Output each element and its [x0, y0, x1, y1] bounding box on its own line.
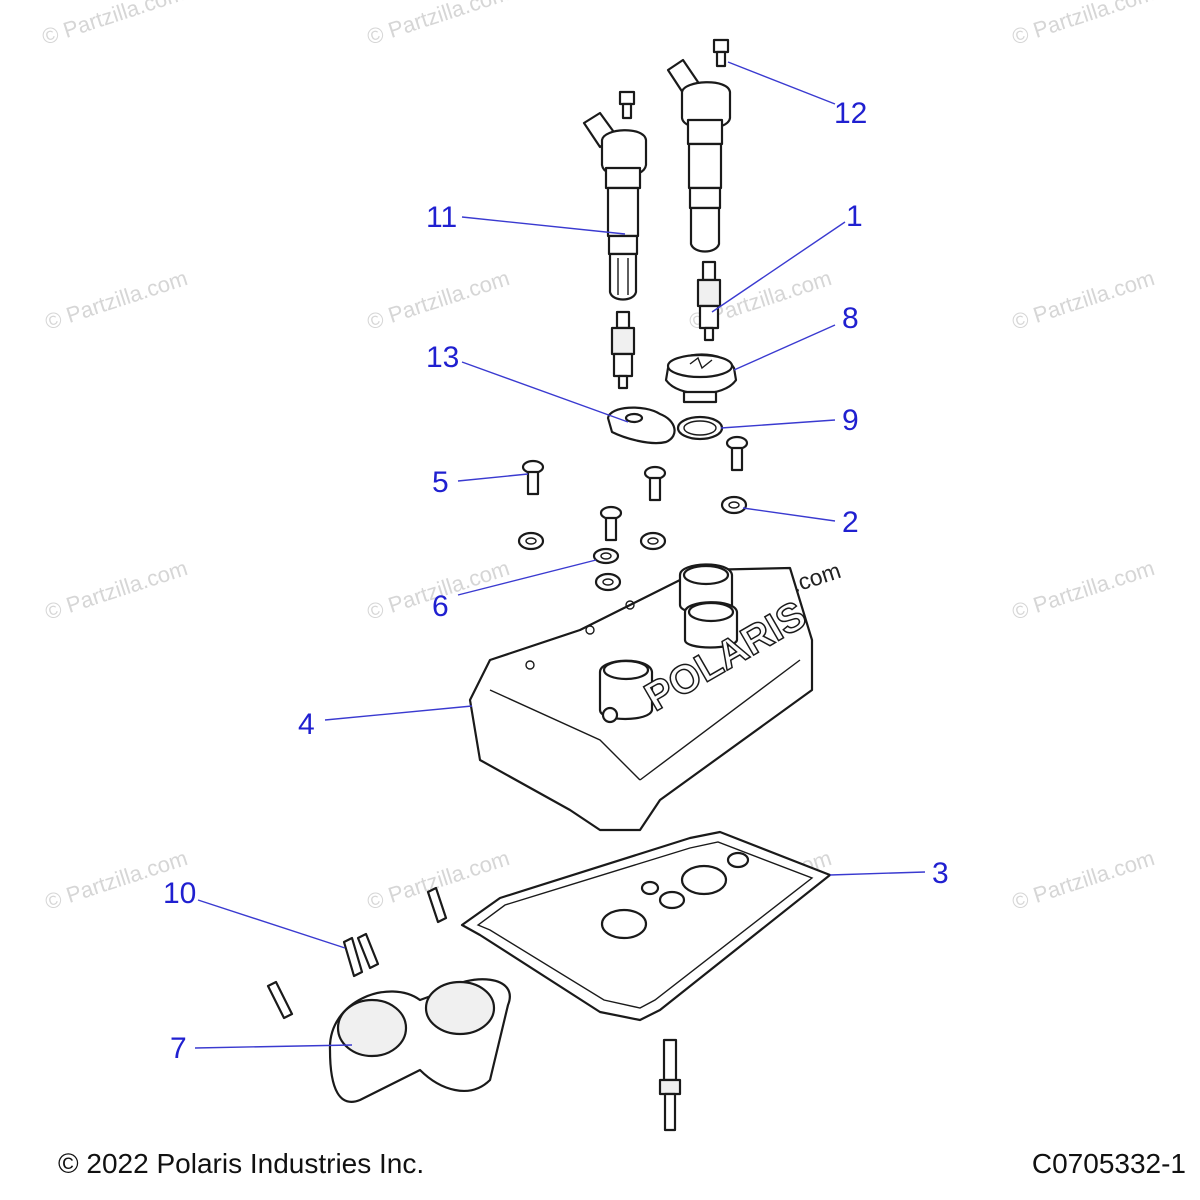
spark-plug-left [610, 310, 636, 390]
leader-lines [194, 61, 926, 1049]
bolt-top-right [712, 38, 730, 68]
coil-bracket [606, 406, 676, 445]
oil-filler-cap [664, 353, 738, 404]
drawing-id: C0705332-1 [1031, 1148, 1186, 1179]
watermark: © Partzilla.com [42, 555, 191, 625]
callout-12: 12 [834, 97, 867, 130]
leader-1 [711, 221, 846, 313]
stud [658, 1038, 682, 1132]
leader-13 [461, 361, 629, 423]
leader-6 [457, 559, 597, 596]
leader-10 [197, 899, 346, 949]
callout-13: 13 [426, 341, 459, 374]
watermark: © Partzilla.com [364, 265, 513, 335]
callout-5: 5 [432, 466, 449, 499]
callout-3: 3 [932, 857, 949, 890]
copyright-text: © 2022 Polaris Industries Inc. [58, 1148, 425, 1179]
leader-11 [461, 216, 626, 235]
callout-11: 11 [426, 201, 457, 234]
leader-4 [324, 705, 473, 721]
callout-6: 6 [432, 590, 449, 623]
watermark: © Partzilla.com [1009, 265, 1158, 335]
callout-1: 1 [846, 200, 863, 233]
leader-5 [457, 473, 529, 482]
leader-2 [742, 507, 836, 522]
leader-7 [194, 1044, 353, 1049]
valve-cover-gasket [460, 830, 832, 1022]
callout-10: 10 [163, 877, 196, 910]
leader-12 [727, 61, 836, 105]
bolt-right [725, 435, 749, 472]
watermark: © Partzilla.com [1009, 555, 1158, 625]
callout-2: 2 [842, 506, 859, 539]
bolt-top-left [618, 90, 636, 120]
callout-9: 9 [842, 404, 859, 437]
leader-9 [720, 419, 836, 429]
bolt-lower-center [599, 505, 623, 542]
callout-4: 4 [298, 708, 315, 741]
bolt-left [521, 459, 545, 496]
intake-adapter [328, 978, 511, 1103]
watermark: © Partzilla.com [1009, 845, 1158, 915]
callout-8: 8 [842, 302, 859, 335]
callout-7: 7 [170, 1032, 187, 1065]
watermark: © Partzilla.com [1009, 0, 1158, 50]
watermark: © Partzilla.com [39, 0, 188, 50]
spark-plug-right [696, 260, 722, 342]
grommets [517, 495, 748, 592]
leader-3 [829, 871, 926, 876]
watermark: © Partzilla.com [42, 265, 191, 335]
long-bolts [266, 886, 448, 1020]
valve-cover: POLARIS [468, 563, 814, 832]
callout-labels: 1 2 3 4 5 6 7 8 9 10 11 12 13 [163, 97, 949, 1065]
ignition-coil-right [666, 58, 732, 253]
ignition-coil-left [582, 111, 648, 301]
leader-8 [733, 324, 836, 371]
o-ring-inner [683, 420, 717, 436]
bolt-center [643, 465, 667, 502]
watermark: © Partzilla.com [364, 0, 513, 50]
